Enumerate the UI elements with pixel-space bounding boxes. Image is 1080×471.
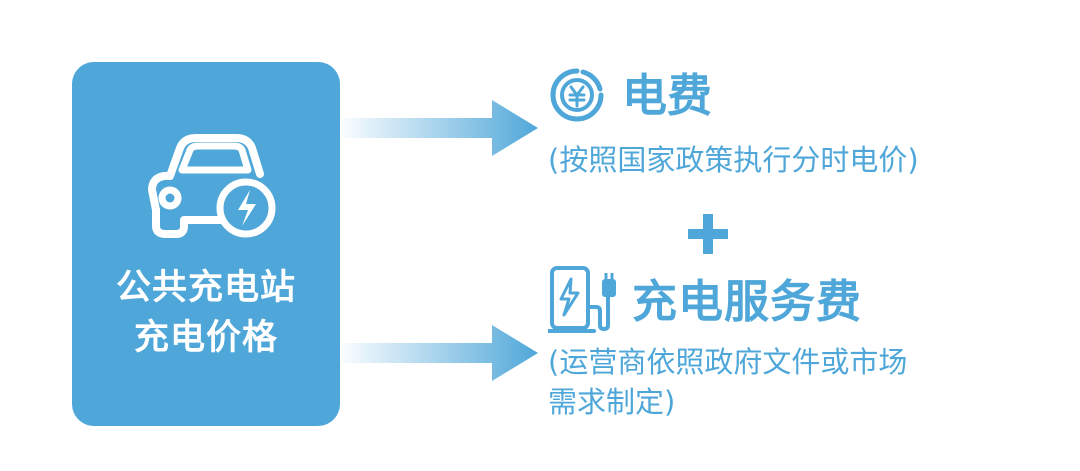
box-title-line1: 公共充电站 <box>115 268 296 308</box>
service-fee-note-line1: (运营商依照政府文件或市场 <box>548 345 908 379</box>
arrow-to-fee <box>342 100 538 156</box>
fee-note: (按照国家政策执行分时电价) <box>548 143 919 177</box>
public-charging-price-box: 公共充电站 充电价格 <box>72 62 340 426</box>
plus-icon <box>688 214 728 254</box>
car-charging-icon <box>148 134 276 238</box>
yuan-coin-icon <box>550 68 604 122</box>
charging-station-icon <box>548 266 616 333</box>
fee-title: 电费 <box>622 69 713 122</box>
box-title-line2: 充电价格 <box>133 318 278 358</box>
service-fee-title: 充电服务费 <box>632 275 863 328</box>
arrow-to-service-fee <box>342 325 538 381</box>
service-fee-note-line2: 需求制定) <box>548 385 676 419</box>
